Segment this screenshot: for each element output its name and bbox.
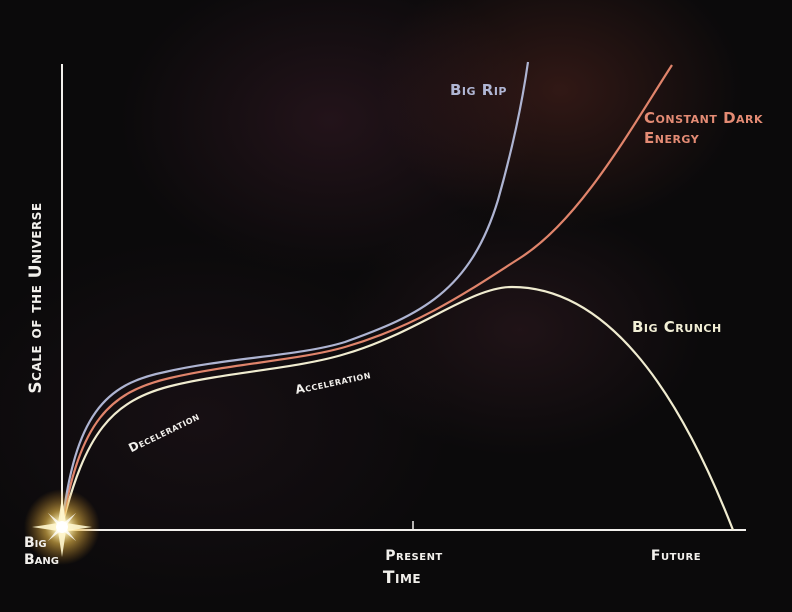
constant-dark-energy-text: Constant Dark Energy xyxy=(644,109,764,147)
big-crunch-label: Big Crunch xyxy=(632,318,722,336)
x-axis-label: Time xyxy=(382,568,422,588)
big-bang-star-icon xyxy=(24,489,100,565)
big-crunch-curve xyxy=(60,285,735,531)
constant-dark-energy-curve xyxy=(60,64,673,527)
future-tick-label: Future xyxy=(650,548,702,564)
big-bang-label: Big Bang xyxy=(24,535,68,569)
big-rip-curve xyxy=(60,61,530,527)
y-axis-label: Scale of the Universe xyxy=(26,202,46,394)
big-bang-text: Big Bang xyxy=(24,535,59,568)
constant-dark-energy-label: Constant Dark Energy xyxy=(644,108,784,148)
present-tick-label: Present xyxy=(385,548,443,564)
big-rip-label: Big Rip xyxy=(450,81,507,99)
